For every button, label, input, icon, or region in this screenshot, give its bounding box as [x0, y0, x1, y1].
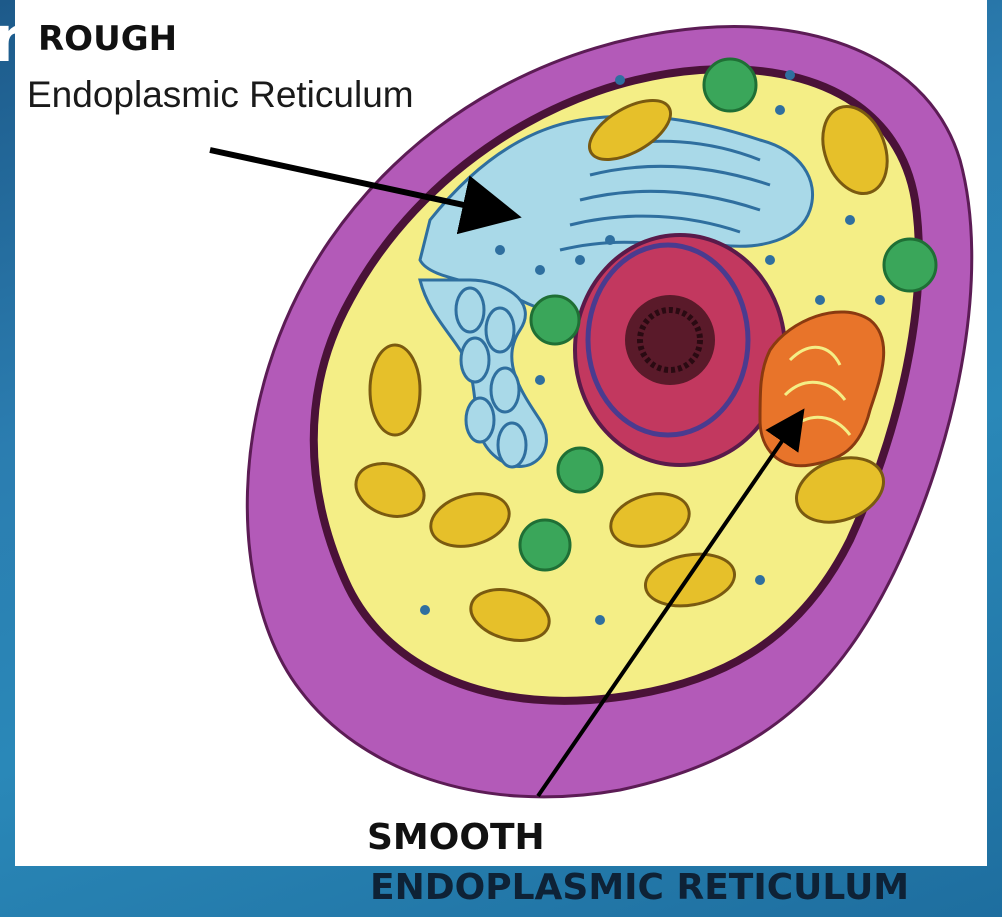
smooth-er-subtitle: ENDOPLASMIC RETICULUM [370, 870, 909, 906]
rough-er-subtitle: Endoplasmic Reticulum [27, 76, 414, 113]
nucleus [575, 235, 785, 465]
smooth-er-title: SMOOTH [367, 820, 545, 856]
rough-er-title: ROUGH [38, 22, 177, 56]
